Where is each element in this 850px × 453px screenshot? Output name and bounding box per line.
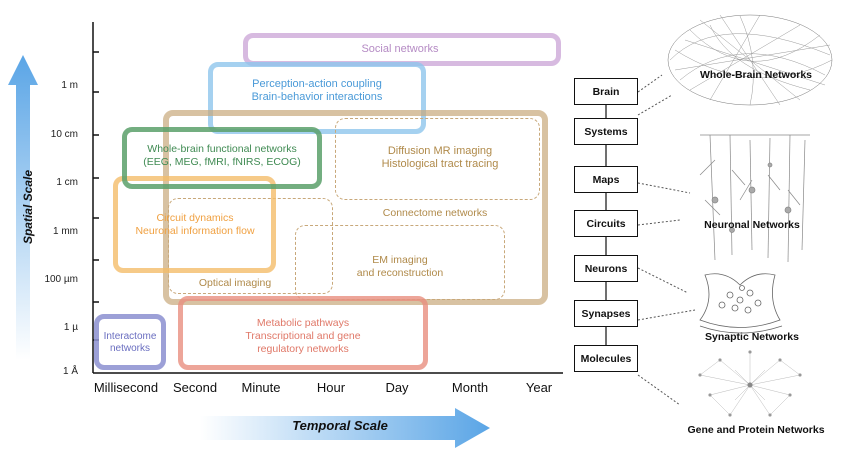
x-tick-second: Second bbox=[172, 380, 218, 395]
level-circuits: Circuits bbox=[574, 210, 638, 237]
optical-imaging-label: Optical imaging bbox=[198, 277, 272, 289]
interactome-region bbox=[94, 314, 166, 370]
level-neurons: Neurons bbox=[574, 255, 638, 282]
interactome-label-1: Interactome bbox=[103, 331, 157, 342]
level-molecules: Molecules bbox=[574, 345, 638, 372]
y-tick-1m: 1 m bbox=[61, 80, 78, 91]
spatial-scale-arrow bbox=[8, 55, 38, 360]
perception-label-2: Brain-behavior interactions bbox=[251, 91, 383, 103]
x-tick-year: Year bbox=[525, 380, 553, 395]
diffusion-label-2: Histological tract tracing bbox=[381, 158, 499, 170]
perception-label-1: Perception-action coupling bbox=[252, 78, 382, 90]
y-tick-10cm: 10 cm bbox=[50, 129, 78, 140]
temporal-scale-arrow bbox=[200, 408, 490, 448]
diffusion-label-1: Diffusion MR imaging bbox=[387, 145, 493, 157]
whole-brain-networks-label: Whole-Brain Networks bbox=[699, 69, 812, 81]
metabolic-region bbox=[178, 296, 428, 370]
temporal-scale-arrow-shape bbox=[200, 408, 490, 448]
y-tick-1mm: 1 mm bbox=[53, 226, 78, 237]
connectome-label: Connectome networks bbox=[382, 207, 488, 219]
metabolic-label-2: Transcriptional and gene bbox=[245, 330, 361, 342]
x-tick-millisecond: Millisecond bbox=[93, 380, 159, 395]
network-illustrations bbox=[667, 14, 833, 417]
diffusion-region bbox=[335, 118, 540, 200]
whole-brain-functional-label-1: Whole-brain functional networks bbox=[147, 143, 297, 155]
x-tick-day: Day bbox=[385, 380, 409, 395]
circuit-region bbox=[113, 176, 276, 273]
level-maps: Maps bbox=[574, 166, 638, 193]
whole-brain-functional-label-2: (EEG, MEG, fMRI, fNIRS, ECOG) bbox=[143, 156, 301, 168]
gene-protein-networks-label: Gene and Protein Networks bbox=[687, 424, 825, 436]
y-tick-100um: 100 µm bbox=[44, 274, 78, 285]
level-synapses: Synapses bbox=[574, 300, 638, 327]
x-tick-minute: Minute bbox=[241, 380, 281, 395]
social-networks-label: Social networks bbox=[361, 43, 439, 55]
circuit-label-1: Circuit dynamics bbox=[156, 212, 234, 224]
neuronal-network-icon bbox=[699, 134, 810, 263]
whole-brain-mesh-icon bbox=[667, 14, 833, 106]
temporal-scale-title: Temporal Scale bbox=[292, 418, 388, 433]
interactome-label-2: networks bbox=[109, 343, 150, 354]
neuronal-networks-label: Neuronal Networks bbox=[704, 219, 800, 231]
y-tick-1u: 1 µ bbox=[63, 322, 78, 333]
synapse-icon bbox=[699, 273, 783, 334]
level-systems: Systems bbox=[574, 118, 638, 145]
em-imaging-label-1: EM imaging bbox=[372, 254, 428, 266]
y-tick-1cm: 1 cm bbox=[56, 177, 78, 188]
synaptic-networks-label: Synaptic Networks bbox=[705, 331, 799, 343]
x-tick-hour: Hour bbox=[316, 380, 346, 395]
connectome-region bbox=[163, 110, 548, 305]
y-tick-1A: 1 Å bbox=[62, 366, 78, 377]
whole-brain-functional-region bbox=[122, 127, 322, 189]
em-imaging-label-2: and reconstruction bbox=[356, 267, 444, 279]
x-tick-month: Month bbox=[451, 380, 489, 395]
spatial-scale-arrow-shape bbox=[8, 55, 38, 360]
optical-imaging-region bbox=[168, 198, 333, 294]
metabolic-label-1: Metabolic pathways bbox=[256, 317, 350, 329]
gene-protein-network-icon bbox=[698, 350, 802, 417]
metabolic-label-3: regulatory networks bbox=[257, 343, 349, 355]
level-brain: Brain bbox=[574, 78, 638, 105]
circuit-label-2: Neuronal information flow bbox=[135, 225, 255, 237]
